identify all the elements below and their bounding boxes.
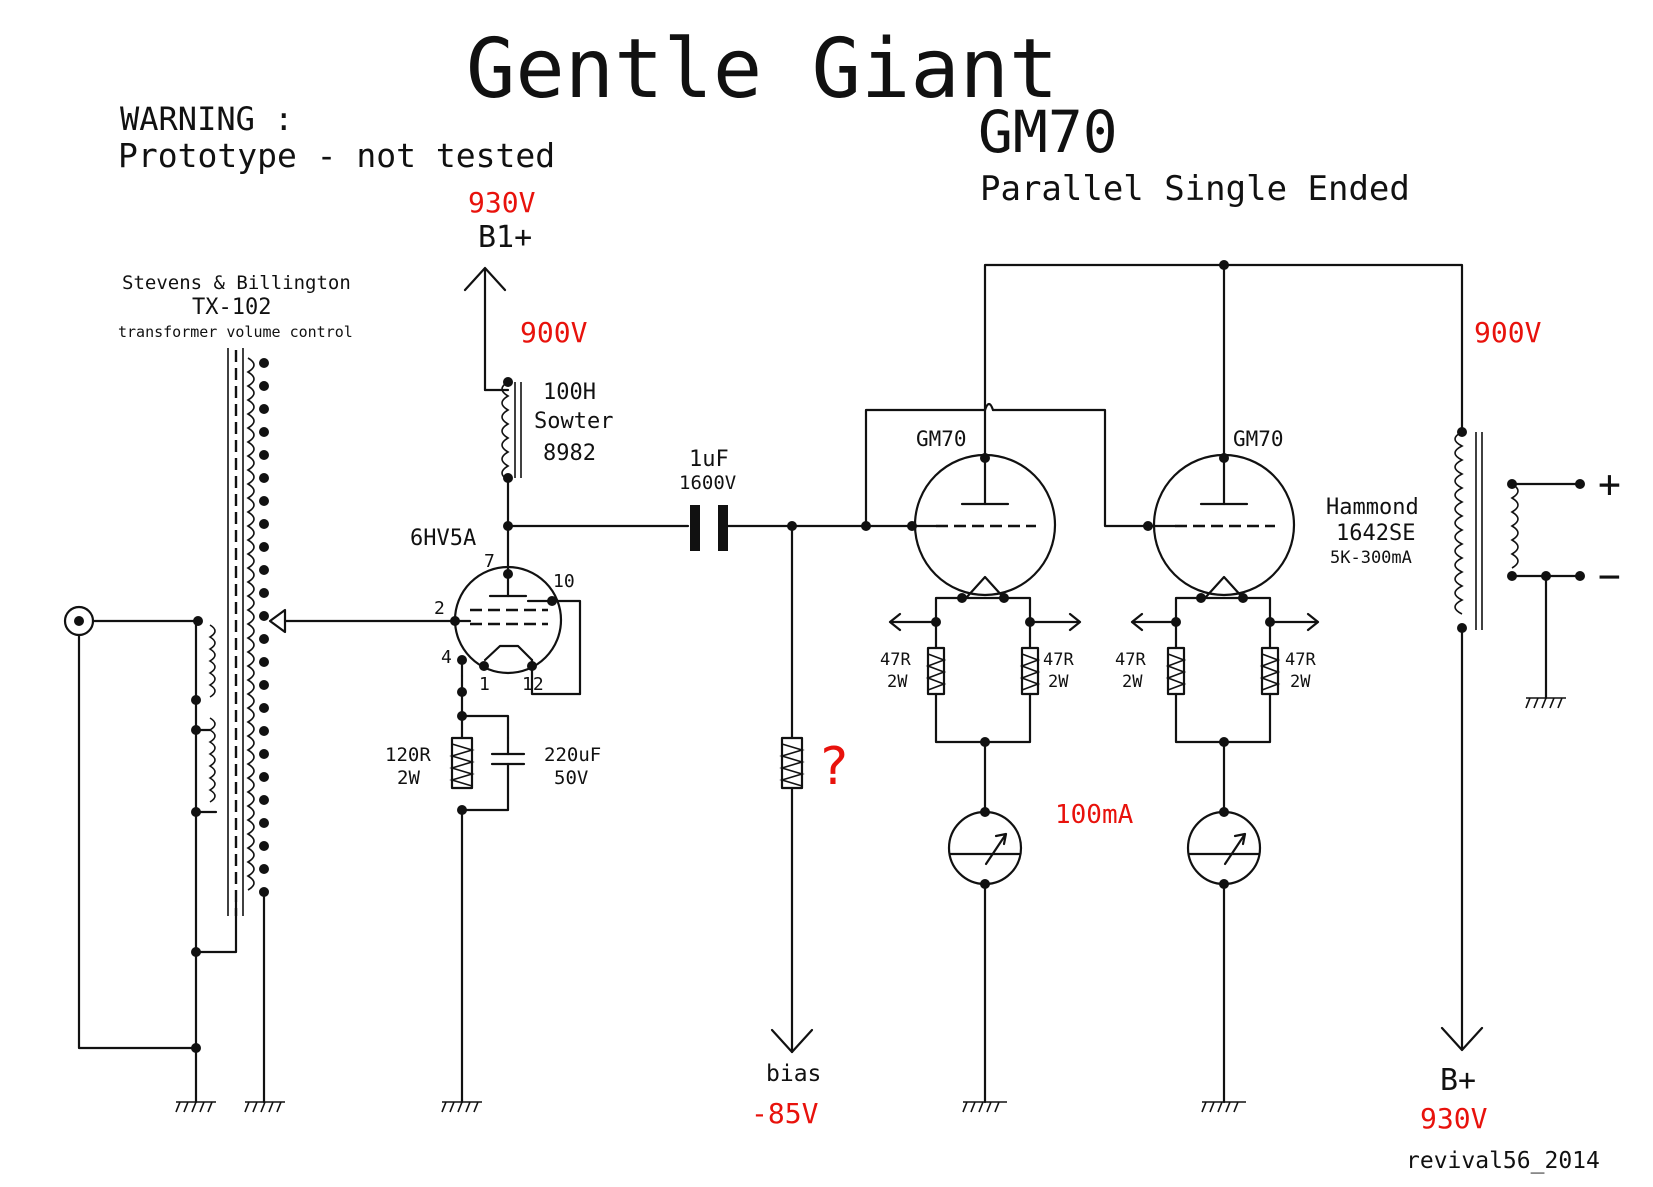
driver-pin-7: 7 [484, 551, 495, 572]
output-1-r-left-value: 47R [880, 650, 911, 670]
warning-line2: Prototype - not tested [118, 136, 555, 175]
output-tube-2 [1146, 453, 1296, 600]
output-2-r-right-value: 47R [1285, 650, 1316, 670]
output-tube-1 [907, 453, 1057, 600]
driver-pin-12: 12 [522, 674, 544, 695]
ot-plus: + [1598, 462, 1621, 506]
output-tube-1-name: GM70 [916, 427, 967, 451]
input-wire [77, 619, 238, 1104]
bias-resistor [779, 736, 805, 790]
choke-line3: 8982 [543, 441, 596, 466]
output-1-resistor-right [1019, 646, 1041, 696]
credit: revival56_2014 [1406, 1148, 1600, 1174]
output-2-r-left-value: 47R [1115, 650, 1146, 670]
input-jack [63, 605, 95, 637]
output-1-meter [947, 810, 1023, 886]
coupling-cap-voltage: 1600V [679, 472, 736, 494]
ot-voltage: 900V [1474, 316, 1542, 349]
output-1-r-right-value: 47R [1043, 650, 1074, 670]
b1-arrow [463, 266, 507, 392]
output-1-resistor-left [925, 646, 947, 696]
b-plus-voltage: 930V [1420, 1102, 1488, 1135]
choke-inductor [501, 380, 522, 481]
output-1-r-right-power: 2W [1048, 672, 1069, 692]
cathode-resistor [449, 714, 475, 790]
subtitle-gm70: GM70 [978, 98, 1118, 166]
choke-voltage: 900V [520, 316, 588, 349]
input-transformer-line3: transformer volume control [118, 323, 353, 341]
ot-minus: − [1598, 554, 1621, 598]
cathode-resistor-power: 2W [397, 767, 420, 789]
ot-line2: 1642SE [1336, 521, 1415, 546]
output-2-resistor-right [1259, 646, 1281, 696]
subtitle-parallel: Parallel Single Ended [980, 169, 1410, 209]
ground-symbol [244, 1101, 285, 1113]
ground-symbol [1525, 697, 1566, 709]
output-2-r-left-power: 2W [1122, 672, 1143, 692]
input-transformer [208, 348, 287, 1104]
bias-question: ? [818, 737, 849, 797]
title: Gentle Giant [466, 22, 1058, 117]
coupling-cap-value: 1uF [689, 447, 729, 472]
driver-tube-name: 6HV5A [410, 526, 476, 551]
driver-pin-10: 10 [553, 571, 575, 592]
cathode-cap-value: 220uF [544, 744, 601, 766]
cathode-capacitor [490, 736, 526, 770]
input-transformer-line1: Stevens & Billington [122, 272, 351, 294]
driver-pin-4: 4 [441, 647, 452, 668]
bias-label: bias [766, 1061, 821, 1087]
warning-line1: WARNING : [120, 100, 293, 138]
coupling-capacitor [690, 505, 728, 551]
b1-label: B1+ [478, 220, 532, 255]
ground-symbol [175, 1101, 216, 1113]
ground-symbol [962, 1101, 1007, 1113]
ground-symbol [441, 1101, 482, 1113]
output-2-r-right-power: 2W [1290, 672, 1311, 692]
input-transformer-line2: TX-102 [192, 295, 271, 320]
driver-pin-2: 2 [434, 598, 445, 619]
ground-symbol [1201, 1101, 1246, 1113]
current-label: 100mA [1055, 800, 1134, 830]
b1-voltage: 930V [468, 186, 536, 219]
output-2-meter [1186, 810, 1262, 886]
choke-line1: 100H [543, 380, 596, 405]
b-plus-label: B+ [1440, 1063, 1476, 1098]
ot-line1: Hammond [1326, 495, 1419, 520]
output-tube-2-name: GM70 [1233, 427, 1284, 451]
output-transformer [1454, 431, 1519, 630]
bias-arrow [770, 1028, 814, 1054]
cathode-cap-voltage: 50V [554, 767, 588, 789]
output-1-r-left-power: 2W [887, 672, 908, 692]
cathode-resistor-value: 120R [385, 744, 431, 766]
output-2-resistor-left [1165, 646, 1187, 696]
driver-pin-1: 1 [479, 674, 490, 695]
ot-line3: 5K-300mA [1330, 548, 1412, 568]
choke-line2: Sowter [534, 409, 613, 434]
bias-voltage: -85V [751, 1097, 819, 1130]
